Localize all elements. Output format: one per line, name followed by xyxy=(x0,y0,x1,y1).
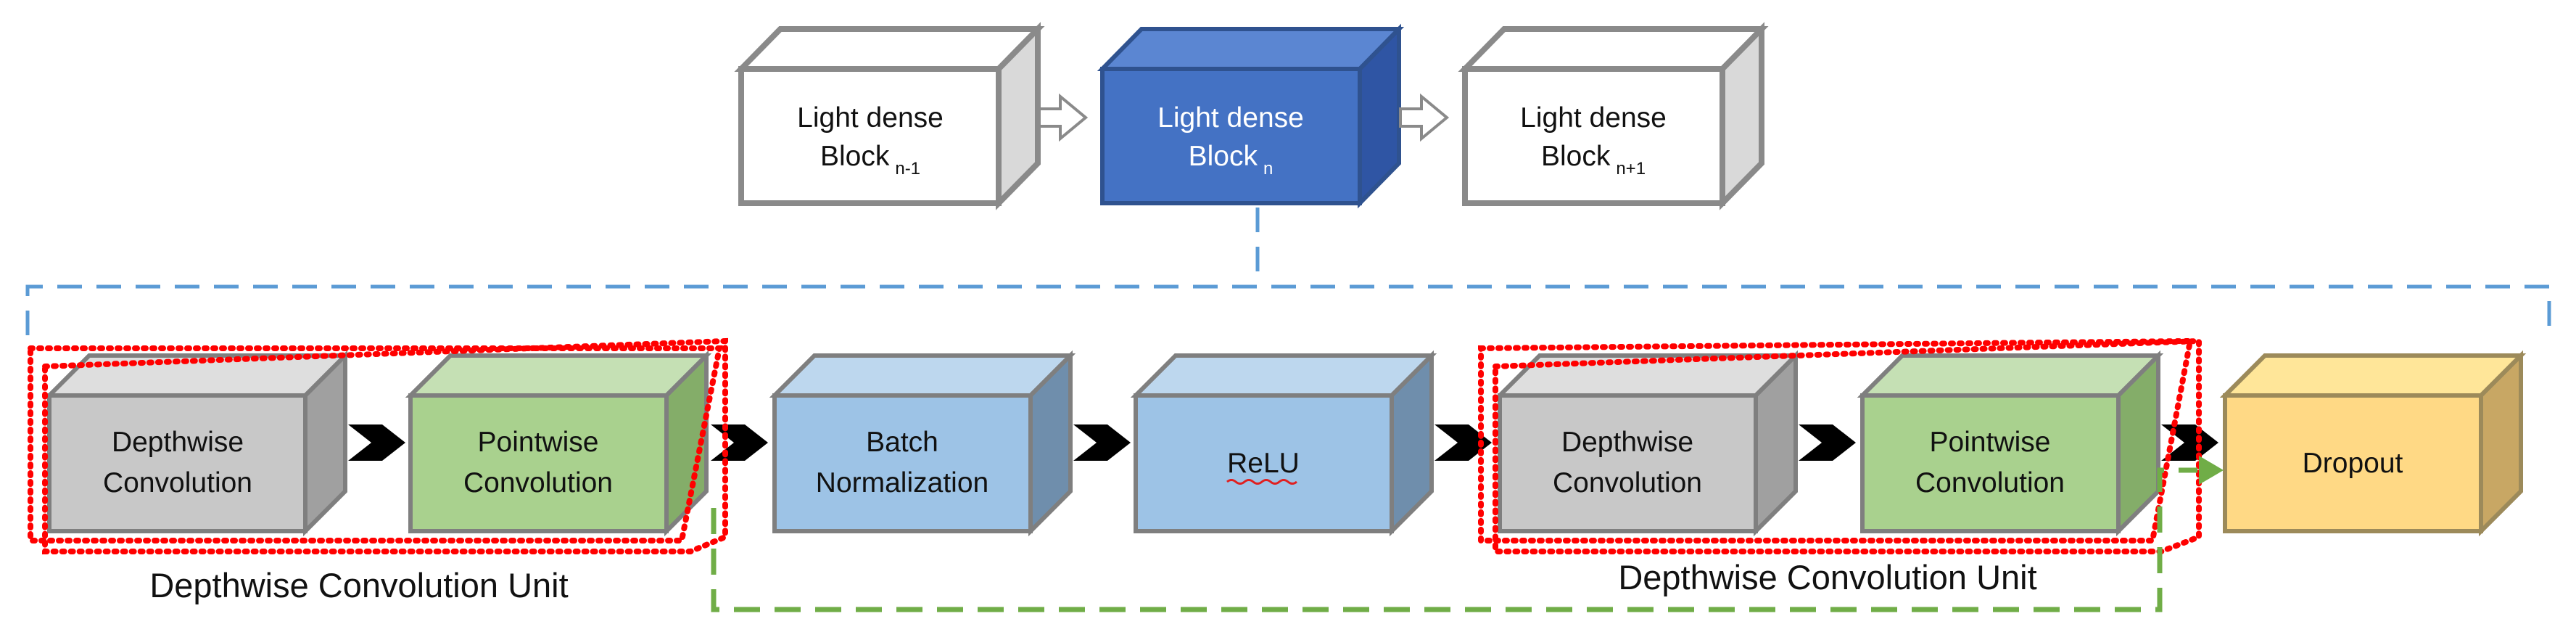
unit-label-line1: ReLU xyxy=(1227,448,1300,479)
unit-depthwise-conv-1: Depthwise Convolution xyxy=(44,350,351,537)
caption-left-unit: Depthwise Convolution Unit xyxy=(149,566,568,604)
unit-label-line2: Convolution xyxy=(103,467,252,499)
unit-label-line2: Normalization xyxy=(816,467,988,499)
unit-label-line1: Dropout xyxy=(2303,448,2403,479)
flow-arrow-icon xyxy=(348,424,405,461)
block-title: Light dense xyxy=(797,102,944,134)
unit-dropout: Dropout xyxy=(2219,350,2527,537)
unit-label-line1: Pointwise xyxy=(478,427,599,458)
unit-label-line1: Depthwise xyxy=(112,427,244,458)
unit-label-line1: Depthwise xyxy=(1561,427,1693,458)
unit-label-line2: Convolution xyxy=(1915,467,2065,499)
flow-arrow-icon xyxy=(1799,424,1856,461)
dotted-group-right xyxy=(1478,337,2202,554)
unit-label-line1: Pointwise xyxy=(1930,427,2051,458)
unit-relu: ReLU xyxy=(1130,350,1437,537)
dotted-group-left xyxy=(28,337,728,554)
unit-label-line2: Convolution xyxy=(463,467,613,499)
unit-label-line1: Batch xyxy=(866,427,938,458)
block-title: Light dense xyxy=(1157,102,1304,134)
expansion-bracket xyxy=(25,208,2551,335)
unit-depthwise-conv-2: Depthwise Convolution xyxy=(1494,350,1801,537)
caption-right-unit: Depthwise Convolution Unit xyxy=(1618,558,2036,596)
block-title: Light dense xyxy=(1520,102,1667,134)
flow-arrow-icon xyxy=(711,424,768,461)
skip-connection xyxy=(711,467,2197,612)
unit-label-line2: Convolution xyxy=(1553,467,1702,499)
spellcheck-underline xyxy=(1226,479,1297,485)
hollow-arrow-icon xyxy=(1399,93,1450,142)
unit-batch-normalization: Batch Normalization xyxy=(769,350,1076,537)
unit-pointwise-conv-2: Pointwise Convolution xyxy=(1857,350,2164,537)
flow-arrow-icon xyxy=(1073,424,1131,461)
skip-arrowhead-icon xyxy=(2199,456,2224,485)
hollow-arrow-icon xyxy=(1038,93,1089,142)
unit-pointwise-conv-1: Pointwise Convolution xyxy=(405,350,712,537)
